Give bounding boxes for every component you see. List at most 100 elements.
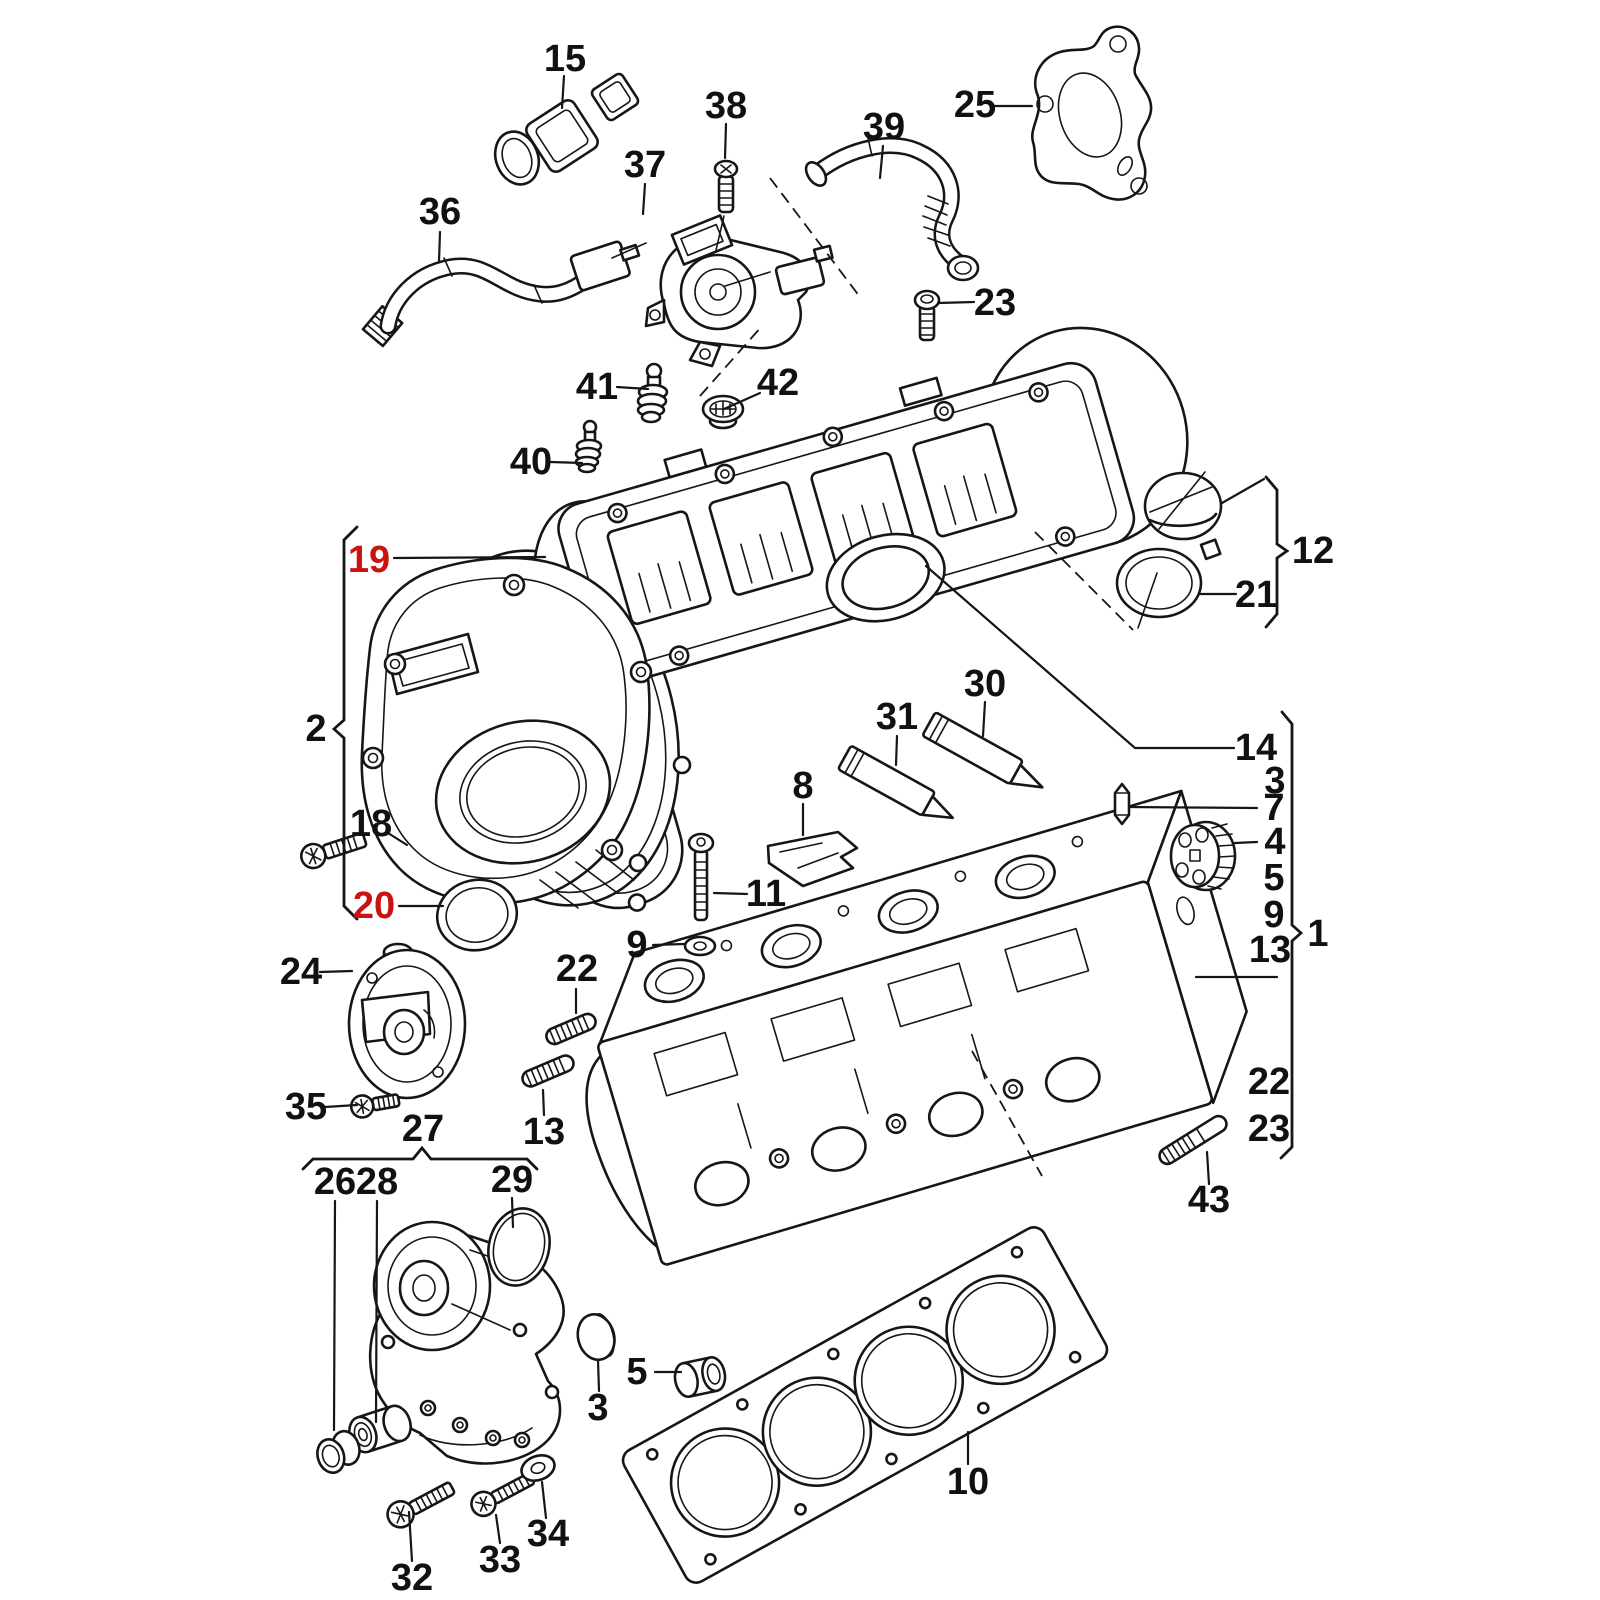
head-cam-journals <box>643 835 1084 1004</box>
part-dowel-7 <box>1113 782 1131 826</box>
group-bracket-1 <box>1279 710 1304 1160</box>
part-label-43-31: 43 <box>1188 1179 1230 1221</box>
valve-cover-windows <box>606 422 1018 626</box>
part-cap-26 <box>316 1429 361 1475</box>
group-bracket-27 <box>301 1145 539 1171</box>
part-label-5-25: 5 <box>1263 857 1284 899</box>
leader-line-9-washer <box>651 942 686 947</box>
part-label-7-23: 7 <box>1263 787 1284 829</box>
part-label-13-35: 13 <box>523 1111 565 1153</box>
part-timing-cover <box>360 556 653 909</box>
part-label-25-5: 25 <box>954 84 996 126</box>
leader-line-7 <box>1128 805 1259 810</box>
leader-line-43 <box>1205 1150 1211 1186</box>
assembly-axis-line-2 <box>1034 531 1134 631</box>
leader-line-28 <box>374 1199 379 1424</box>
part-label-15-0: 15 <box>544 38 586 80</box>
part-seal-20 <box>435 878 519 952</box>
part-bushing-28 <box>348 1404 412 1454</box>
leader-line-19 <box>392 555 547 560</box>
leader-line-3-bottom <box>596 1358 601 1393</box>
part-label-27-36: 27 <box>402 1108 444 1150</box>
part-label-9-20: 9 <box>626 924 647 966</box>
part-bolt-23 <box>913 289 941 342</box>
part-screw-38 <box>713 159 739 214</box>
part-washer-34 <box>520 1454 556 1482</box>
leader-line-39 <box>878 144 885 180</box>
part-label-3-22: 3 <box>1264 760 1285 802</box>
part-camshaft-gear-4 <box>1169 820 1237 892</box>
part-label-22-32: 22 <box>556 948 598 990</box>
part-label-23-30: 23 <box>1248 1108 1290 1150</box>
part-washer-9 <box>683 935 717 957</box>
part-label-18-12: 18 <box>350 803 392 845</box>
part-label-2-11: 2 <box>305 708 326 750</box>
part-label-28-38: 28 <box>356 1161 398 1203</box>
part-oil-filler-cap <box>1143 471 1223 561</box>
leader-line-23-top <box>936 300 976 305</box>
part-screw-35 <box>349 1093 401 1119</box>
part-label-9-26: 9 <box>1263 894 1284 936</box>
part-sleeve-5 <box>673 1356 727 1398</box>
parts-artwork <box>299 25 1248 1584</box>
part-label-42-8: 42 <box>757 362 799 404</box>
group-bracket-12 <box>1264 475 1290 629</box>
part-sealant-tube-30 <box>922 711 1044 789</box>
part-stud-43 <box>1158 1114 1228 1166</box>
part-cap-42 <box>701 394 745 430</box>
leader-line-26 <box>332 1199 337 1432</box>
assembly-axis-line-1 <box>699 325 763 397</box>
part-label-38-1: 38 <box>705 85 747 127</box>
leader-line-35 <box>323 1103 359 1109</box>
assembly-axis-line-0 <box>769 177 861 298</box>
leader-line-41 <box>615 385 650 391</box>
part-label-21-15: 21 <box>1235 574 1277 616</box>
part-sealant-tube-31 <box>837 745 955 820</box>
part-label-23-6: 23 <box>974 282 1016 324</box>
leader-line-15 <box>560 74 566 110</box>
part-label-37-2: 37 <box>624 144 666 186</box>
part-label-12-14: 12 <box>1292 530 1334 572</box>
group-brackets <box>301 475 1304 1171</box>
part-bolt-11 <box>687 832 715 922</box>
part-cylinder-head <box>585 789 1248 1266</box>
leader-line-30 <box>981 700 987 738</box>
part-label-36-3: 36 <box>419 191 461 233</box>
leader-line-33 <box>494 1513 502 1545</box>
part-label-32-43: 32 <box>391 1557 433 1599</box>
part-label-1-28: 1 <box>1307 913 1328 955</box>
leader-line-18 <box>386 831 409 847</box>
part-label-19-10: 19 <box>348 539 390 581</box>
leader-line-37 <box>641 182 647 216</box>
part-label-30-16: 30 <box>964 663 1006 705</box>
part-label-31-17: 31 <box>876 696 918 738</box>
part-label-40-9: 40 <box>510 441 552 483</box>
leader-line-40 <box>549 460 584 465</box>
leader-line-42 <box>722 391 762 411</box>
part-breather-hose-36 <box>361 240 647 348</box>
leader-line-24 <box>318 969 354 974</box>
leader-line-36 <box>437 230 442 264</box>
leader-line-14 <box>924 564 1236 750</box>
part-coolant-pump-27 <box>368 1220 565 1465</box>
leader-line-34 <box>540 1480 548 1520</box>
leader-line-29 <box>510 1196 515 1229</box>
leader-line-12-cap <box>1220 477 1266 505</box>
leader-lines <box>318 74 1279 1563</box>
leader-line-11 <box>712 891 749 896</box>
part-flange-24 <box>347 942 467 1100</box>
part-label-24-33: 24 <box>280 951 322 993</box>
part-label-10-42: 10 <box>947 1461 989 1503</box>
part-label-35-34: 35 <box>285 1086 327 1128</box>
part-label-22-29: 22 <box>1248 1061 1290 1103</box>
leader-line-32 <box>407 1510 414 1563</box>
part-breather-hose-39 <box>804 137 980 282</box>
part-label-11-19: 11 <box>746 873 786 915</box>
leader-line-31 <box>894 734 899 767</box>
part-gasket-set-15 <box>493 72 640 186</box>
part-label-29-39: 29 <box>491 1159 533 1201</box>
part-plug-3 <box>576 1313 616 1362</box>
